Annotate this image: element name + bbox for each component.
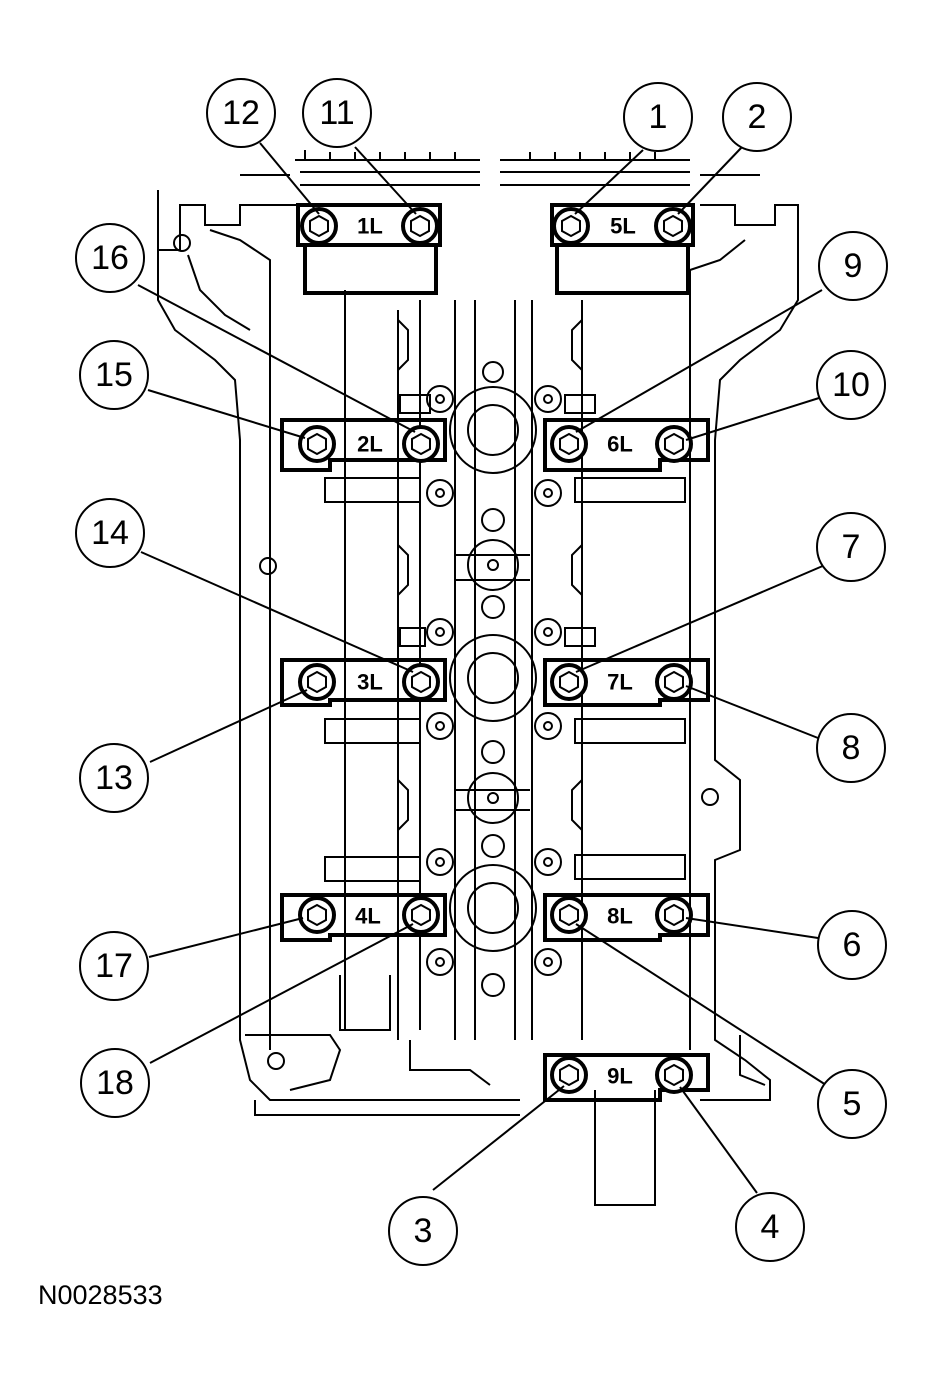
svg-text:8: 8 [842, 729, 861, 767]
callout-14: 14 [75, 498, 145, 568]
callout-1: 1 [623, 82, 693, 152]
callout-9: 9 [818, 231, 888, 301]
svg-text:16: 16 [91, 239, 129, 277]
bolt-head-4 [655, 1056, 693, 1094]
bolt-head-12 [300, 207, 338, 245]
svg-text:5: 5 [843, 1085, 862, 1123]
callout-11: 11 [302, 78, 372, 148]
svg-text:4: 4 [761, 1208, 780, 1246]
cap-label-2l: 2L [357, 432, 383, 457]
callout-2: 2 [722, 82, 792, 152]
svg-text:11: 11 [319, 94, 354, 132]
cap-label-9l: 9L [607, 1064, 633, 1089]
bolt-head-3 [550, 1056, 588, 1094]
figure-id: N0028533 [38, 1280, 163, 1310]
callout-13: 13 [79, 743, 149, 813]
svg-text:3: 3 [414, 1212, 433, 1250]
bolt-head-6 [655, 896, 693, 934]
callout-3: 3 [388, 1196, 458, 1266]
cap-label-5l: 5L [610, 214, 636, 239]
bolt-head-9 [550, 425, 588, 463]
bolt-head-5 [550, 896, 588, 934]
cap-label-6l: 6L [607, 432, 633, 457]
svg-text:6: 6 [843, 926, 862, 964]
cap-label-3l: 3L [357, 670, 383, 695]
callout-5: 5 [817, 1069, 887, 1139]
svg-text:10: 10 [832, 366, 870, 404]
cap-label-8l: 8L [607, 904, 633, 929]
svg-text:18: 18 [96, 1064, 134, 1102]
bolt-head-8 [655, 663, 693, 701]
bolt-head-13 [298, 663, 336, 701]
svg-text:15: 15 [95, 356, 133, 394]
callout-12: 12 [206, 78, 276, 148]
svg-text:14: 14 [91, 514, 129, 552]
cap-label-7l: 7L [607, 670, 633, 695]
bolt-heads [298, 207, 693, 1094]
bolt-head-2 [654, 207, 692, 245]
callout-17: 17 [79, 931, 149, 1001]
bolt-head-16 [402, 425, 440, 463]
cap-labels: 1L 5L 2L 6L 3L 7L 4L 8L 9L [355, 214, 636, 1089]
bolt-head-17 [298, 896, 336, 934]
svg-text:7: 7 [842, 528, 861, 566]
svg-text:1: 1 [649, 98, 668, 136]
cap-label-1l: 1L [357, 214, 383, 239]
callout-10: 10 [816, 350, 886, 420]
bolt-head-15 [298, 425, 336, 463]
bolt-callouts: 12 11 1 2 16 9 15 10 14 7 13 8 17 6 18 5… [75, 78, 888, 1266]
callout-8: 8 [816, 713, 886, 783]
callout-7: 7 [816, 512, 886, 582]
cylinder-head-outline [157, 150, 799, 1206]
bolt-head-7 [550, 663, 588, 701]
bolt-head-1 [552, 207, 590, 245]
svg-text:12: 12 [222, 94, 260, 132]
bolt-head-10 [655, 425, 693, 463]
leader-lines [137, 142, 827, 1194]
callout-16: 16 [75, 223, 145, 293]
callout-6: 6 [817, 910, 887, 980]
svg-text:17: 17 [95, 947, 133, 985]
callout-15: 15 [79, 340, 149, 410]
bolt-head-14 [402, 663, 440, 701]
svg-text:9: 9 [844, 247, 863, 285]
callout-4: 4 [735, 1192, 805, 1262]
svg-text:2: 2 [748, 98, 767, 136]
bearing-caps [280, 203, 710, 1102]
bolt-head-11 [401, 207, 439, 245]
callout-18: 18 [80, 1048, 150, 1118]
cap-label-4l: 4L [355, 904, 381, 929]
svg-text:13: 13 [95, 759, 133, 797]
